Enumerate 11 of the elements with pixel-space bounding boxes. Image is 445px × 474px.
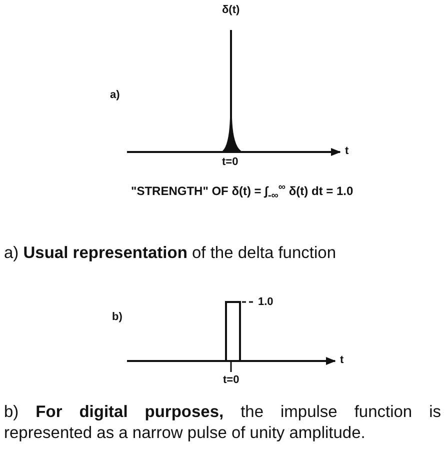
function-label: δ(t) bbox=[222, 4, 240, 16]
axis-label: t bbox=[345, 145, 349, 158]
figure-caption: a) Usual representation of the delta function bbox=[4, 243, 338, 264]
formula-text: "STRENGTH" OF δ(t) = ∫$_{-∞}$$^{∞}$ δ(t) dt = 1.0 bbox=[131, 181, 354, 204]
origin-label: t=0 bbox=[223, 374, 240, 386]
amplitude-label: 1.0 bbox=[258, 296, 274, 308]
origin-label: t=0 bbox=[222, 156, 238, 168]
axis-label: t bbox=[340, 354, 344, 366]
figure-caption: b) For digital purposes, the impulse function is represented as a narrow pulse of unity amplitude. bbox=[4, 402, 441, 444]
panel-label: a) bbox=[110, 89, 120, 102]
panel-label: b) bbox=[112, 311, 122, 324]
